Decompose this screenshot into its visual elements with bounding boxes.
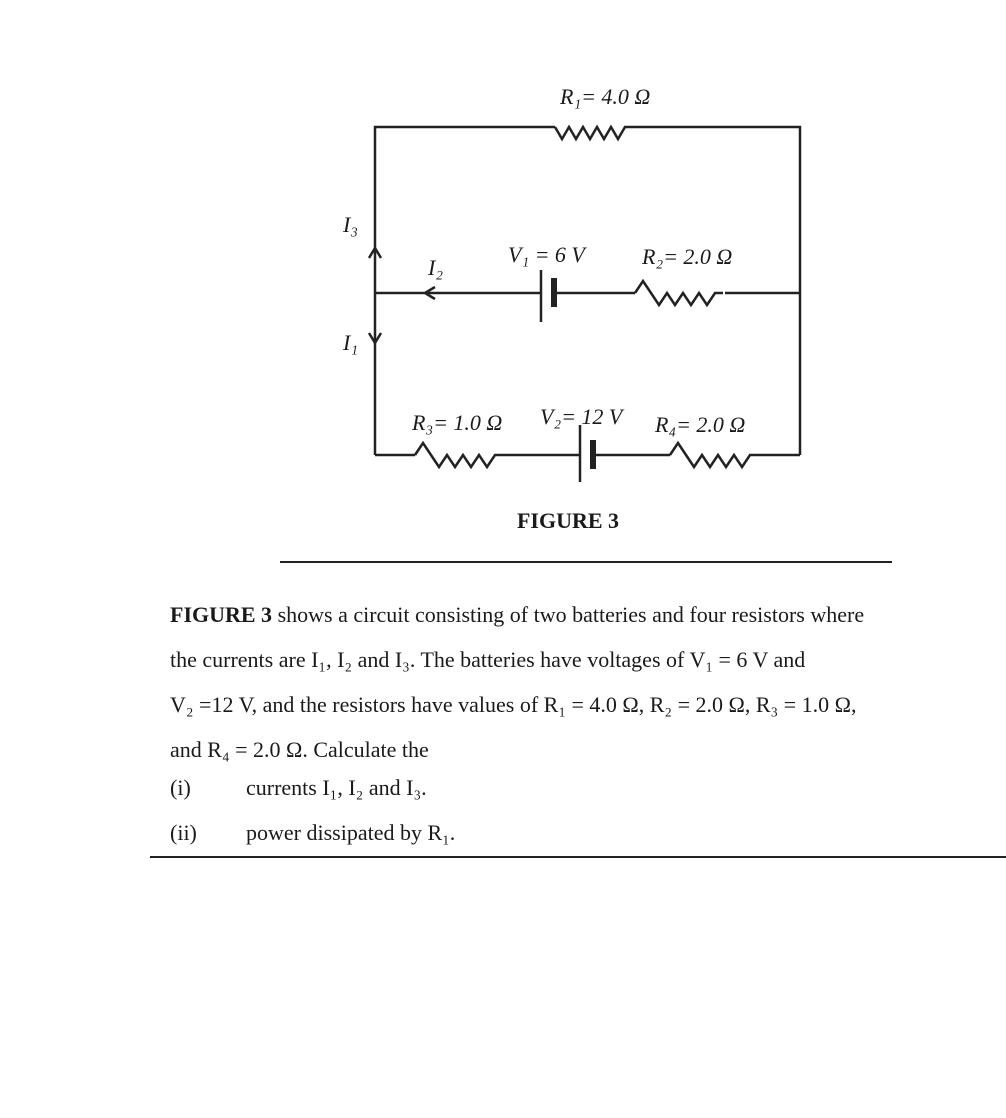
- top-wire: [373, 125, 802, 455]
- item-ii-number: (ii): [170, 820, 197, 845]
- question-line-2: the currents are I₁, I₂ and I₃. The batt…: [170, 647, 806, 672]
- r1-resistor: [553, 124, 630, 142]
- question-text: FIGURE 3 shows a circuit consisting of t…: [170, 592, 864, 772]
- label-v2: V₂= 12 V: [540, 404, 625, 429]
- item-ii-text: power dissipated by R₁.: [246, 820, 456, 845]
- divider-bottom: [150, 856, 1006, 858]
- label-i2: I₂: [427, 255, 443, 280]
- item-i-number: (i): [170, 775, 191, 800]
- figure-reference: FIGURE 3: [170, 602, 273, 627]
- label-r4: R₄= 2.0 Ω: [654, 412, 745, 437]
- label-v1: V₁ = 6 V: [508, 242, 587, 267]
- label-i1: I₁: [342, 330, 358, 355]
- label-r2: R₂= 2.0 Ω: [641, 244, 732, 269]
- i1-arrow-icon: [367, 332, 383, 346]
- r3-resistor: [413, 440, 505, 470]
- r4-resistor: [668, 440, 760, 470]
- label-r3: R₃= 1.0 Ω: [411, 410, 502, 435]
- i3-arrow-icon: [367, 245, 383, 259]
- circuit-diagram: R₁= 4.0 Ω I₃ I₂ V₁ = 6 V R₂= 2.0 Ω I₁ R₃…: [342, 84, 802, 482]
- i2-arrow-icon: [422, 285, 436, 301]
- figure-caption: FIGURE 3: [516, 508, 620, 533]
- label-r1: R₁= 4.0 Ω: [559, 84, 650, 109]
- divider-top: [280, 561, 892, 563]
- question-line-4: and R₄ = 2.0 Ω. Calculate the: [170, 737, 429, 762]
- label-i3: I₃: [342, 212, 358, 237]
- question-line-3: V₂ =12 V, and the resistors have values …: [170, 692, 857, 717]
- question-line-1: shows a circuit consisting of two batter…: [272, 602, 865, 627]
- r2-resistor: [633, 278, 723, 308]
- item-i-text: currents I₁, I₂ and I₃.: [246, 775, 427, 800]
